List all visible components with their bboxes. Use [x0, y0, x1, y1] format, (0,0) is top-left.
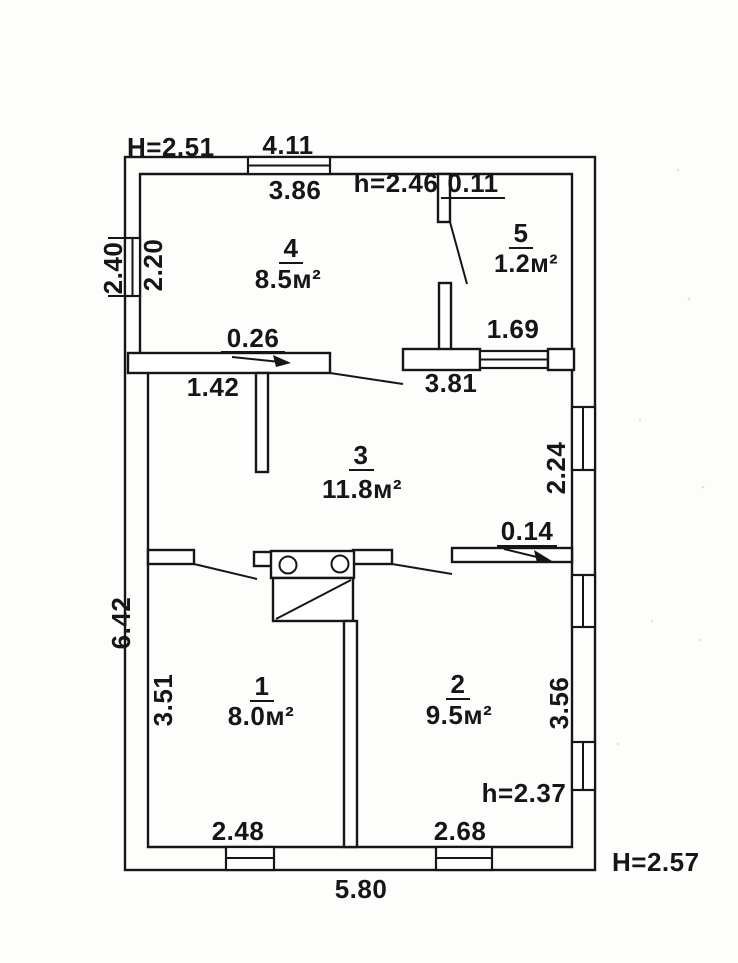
dim-height-passage: h=2.46	[354, 168, 439, 198]
wall-mid-short	[351, 548, 394, 566]
door-swing-room2	[391, 563, 453, 575]
exterior-wall-outer	[123, 155, 597, 872]
arrow-0-14	[534, 550, 552, 563]
exterior-walls	[123, 155, 597, 872]
interior-walls	[126, 172, 576, 849]
scan-artifacts	[616, 168, 705, 746]
dim-height-left-top: H=2.51	[127, 132, 215, 162]
stove-burner-icon	[330, 554, 350, 574]
dim-height-right-bottom: H=2.57	[612, 847, 700, 877]
door-swing-4-5	[449, 221, 468, 285]
dim-bottom-width: 5.80	[335, 874, 388, 904]
dim-right-inner-bottom: 3.56	[544, 677, 574, 730]
exterior-wall-inner	[138, 172, 574, 849]
dim-stub-offset: 1.42	[187, 372, 240, 402]
dim-left-outer-bottom: 6.42	[106, 597, 136, 650]
windows	[108, 155, 597, 872]
stove-burner-icon	[278, 555, 298, 575]
dimension-marks	[221, 197, 557, 702]
dim-left-inner-bottom: 3.51	[148, 674, 178, 727]
dim-top-inner: 3.86	[269, 175, 322, 205]
room-5-number: 5	[514, 218, 529, 248]
wall-hall-right	[401, 347, 482, 372]
room-2-area: 9.5м²	[426, 700, 493, 730]
room-1-area: 8.0м²	[228, 701, 295, 731]
room-3-number: 3	[354, 440, 369, 470]
room-5-area: 1.2м²	[494, 250, 558, 278]
dim-room2-width: 2.68	[434, 816, 487, 846]
dim-door-width: 0.26	[227, 323, 280, 353]
dim-room1-width: 2.48	[212, 816, 265, 846]
wall-mid-left	[146, 548, 196, 566]
room-1-number: 1	[255, 671, 270, 701]
dim-top-outer: 4.11	[262, 130, 313, 160]
room-4-number: 4	[284, 233, 299, 263]
dim-room5-width: 1.69	[487, 314, 540, 344]
dim-left-inner-top: 2.20	[138, 239, 168, 292]
dimension-labels: H=2.51 4.11 3.86 h=2.46 0.11 2.40 2.20 0…	[98, 130, 700, 904]
partition-4-5-lower	[437, 281, 453, 352]
dim-hall-width: 3.81	[425, 368, 478, 398]
dim-partition-offset: 0.11	[447, 168, 498, 198]
room-4-area: 8.5м²	[255, 264, 322, 294]
room-3-area: 11.8м²	[322, 474, 402, 504]
stove-symbol	[252, 549, 356, 623]
room-labels: 4 8.5м² 5 1.2м² 3 11.8м² 1 8.0м² 2 9.5м²	[228, 218, 558, 731]
dim-wall-offset: 0.14	[501, 516, 554, 546]
door-swing-hall	[329, 372, 404, 385]
room-2-number: 2	[451, 669, 466, 699]
arrow-0-26	[273, 355, 291, 367]
wall-stub-room3	[254, 371, 270, 474]
dim-right-inner-top: 2.24	[541, 442, 571, 495]
dim-height-room2: h=2.37	[482, 778, 567, 808]
wall-hall-left	[126, 351, 332, 375]
door-swing-room1	[193, 563, 258, 580]
wall-corner-block	[546, 347, 576, 372]
dim-left-outer-top: 2.40	[98, 242, 128, 295]
partition-1-2	[342, 619, 359, 849]
